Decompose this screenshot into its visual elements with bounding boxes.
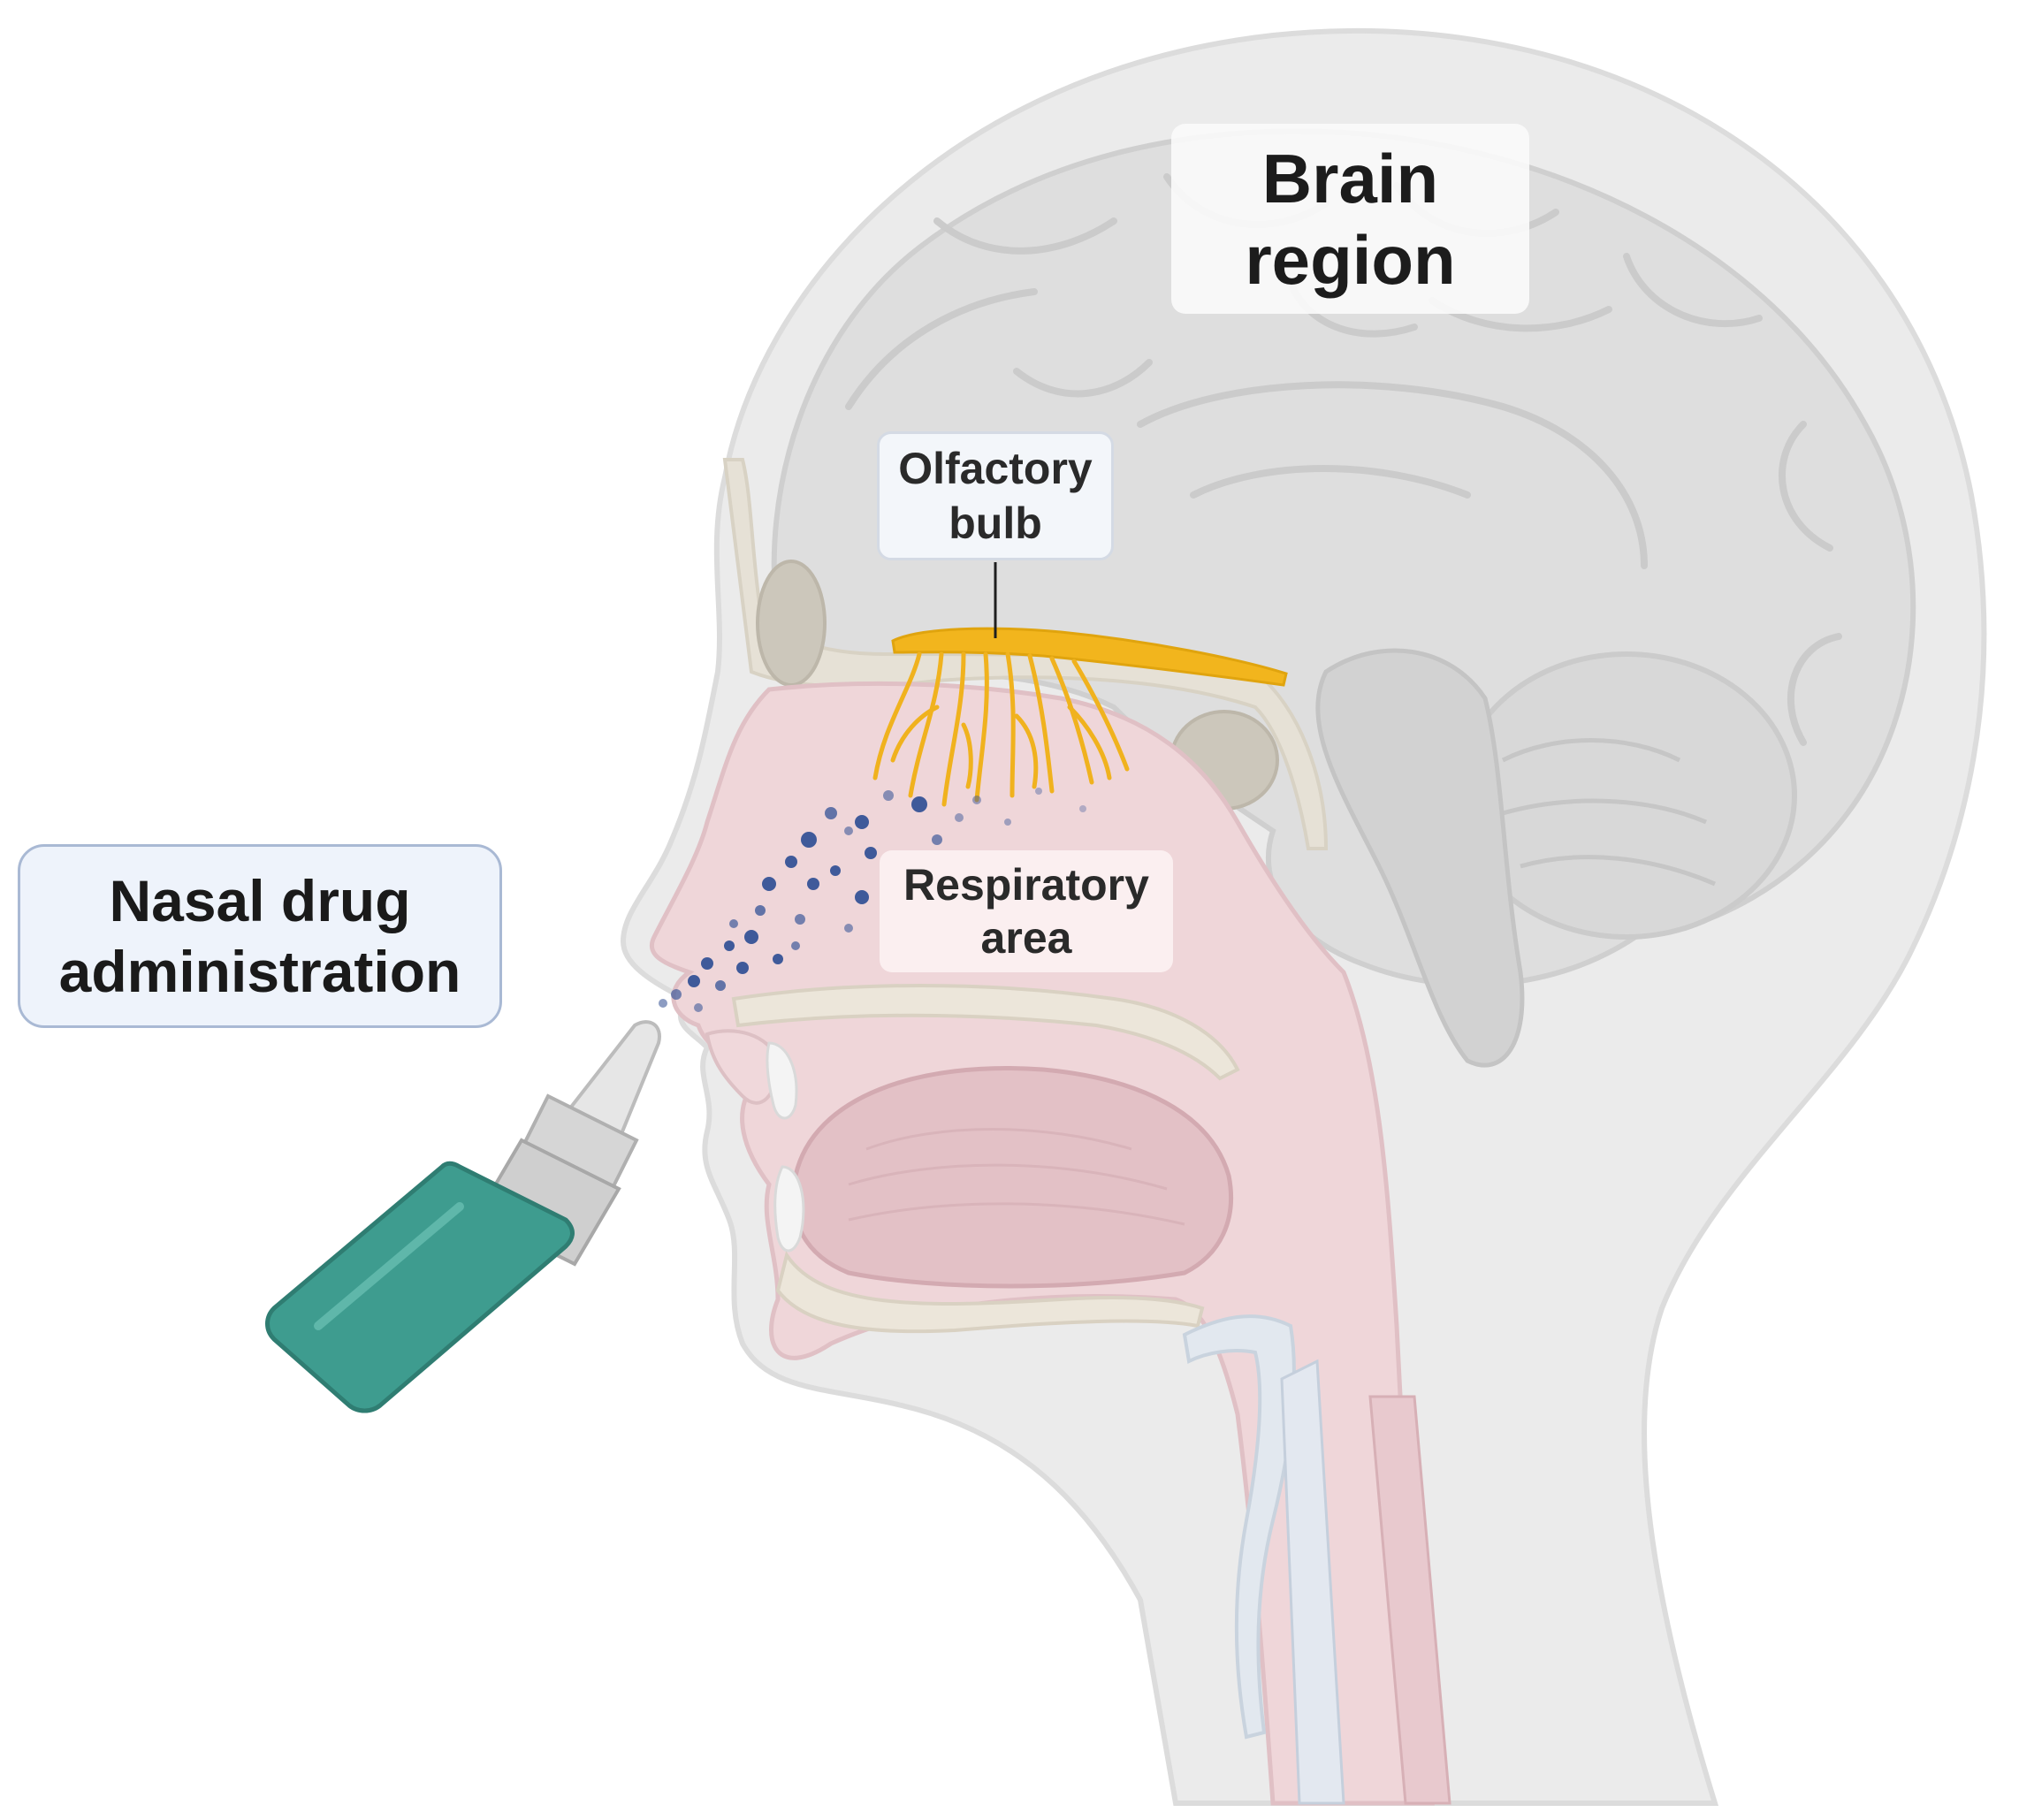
spray-bottle-highlight [314,1202,464,1330]
trachea [1280,1359,1345,1805]
olfactory-bulb [891,627,1288,687]
mandible [775,1251,1205,1334]
brain-folds [845,173,1842,746]
respiratory-area-label-line2: area [980,913,1072,963]
tongue-muscle-lines [848,1128,1185,1226]
esophagus [1368,1395,1451,1805]
olfactory-bulb-label-line1: Olfactory [898,444,1093,493]
spray-bottle-body [265,1161,575,1413]
brain-region-label-line2: region [1245,220,1456,299]
nasal-drug-administration-label: Nasal drug administration [18,844,502,1028]
upper-tooth [766,1041,798,1120]
larynx [1182,1314,1296,1740]
hard-palate [731,984,1240,1081]
drug-particles [659,788,1086,1012]
olfactory-bulb-label-line2: bulb [949,499,1042,548]
nasal-drug-administration-label-line2: administration [58,939,461,1004]
brainstem [1315,648,1525,1068]
olfactory-nerve-fibers [872,651,1130,807]
respiratory-area-label: Respiratory area [880,850,1173,972]
upper-lip [705,1029,781,1105]
olfactory-bulb-label: Olfactory bulb [877,431,1114,560]
cerebellum-folds [1501,738,1716,887]
nasal-drug-administration-label-line1: Nasal drug [109,868,411,933]
spray-nozzle-tip [562,1020,661,1143]
spray-bottle [265,1020,661,1413]
brain-region-label-line1: Brain [1261,139,1439,217]
lower-tooth [773,1165,805,1253]
frontal-sinus [756,560,827,687]
respiratory-area-label-line1: Respiratory [903,860,1149,910]
brain-region-label: Brain region [1171,124,1529,314]
tongue [791,1066,1234,1289]
